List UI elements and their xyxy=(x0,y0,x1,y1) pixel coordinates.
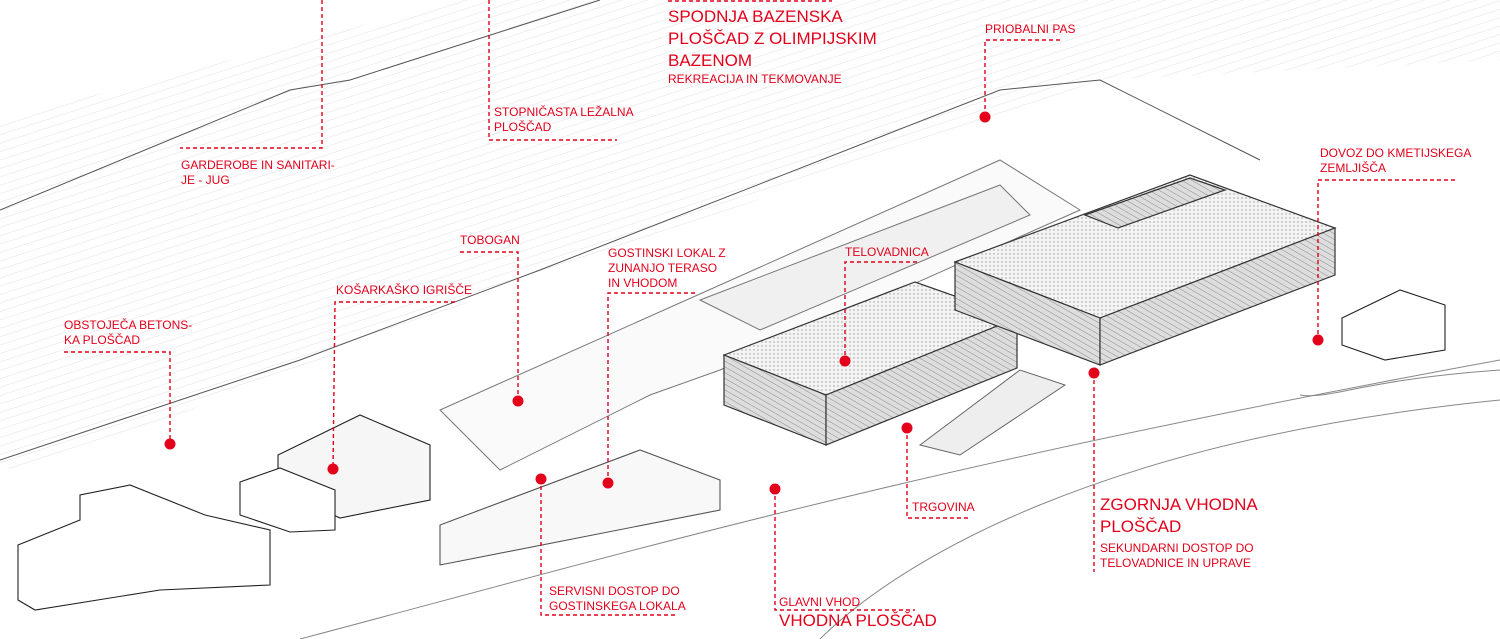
callout-text: STOPNIČASTA LEŽALNA xyxy=(494,105,634,119)
entrance-stairs xyxy=(918,369,1067,456)
dot-gostinski xyxy=(602,477,614,489)
callout-upper-entrance: ZGORNJA VHODNA PLOŠČAD SEKUNDARNI DOSTOP… xyxy=(1100,494,1258,571)
callout-title: PLOŠČAD Z OLIMPIJSKIM xyxy=(668,29,877,48)
dot-priobalni xyxy=(979,111,991,123)
callout-text: GOSTINSKI LOKAL Z xyxy=(608,246,726,260)
callout-subtitle: TELOVADNICE IN UPRAVE xyxy=(1100,556,1251,570)
callout-text: GARDEROBE IN SANITARI- xyxy=(181,158,335,172)
callout-subtitle: GLAVNI VHOD xyxy=(779,595,861,609)
dot-kosarka xyxy=(327,463,339,475)
callout-basketball: KOŠARKAŠKO IGRIŠČE xyxy=(336,283,472,298)
callout-gym: TELOVADNICA xyxy=(845,245,929,260)
callout-shop: TRGOVINA xyxy=(912,500,975,515)
sports-hall-building xyxy=(953,174,1337,366)
callout-title: BAZENOM xyxy=(668,51,753,70)
callout-slide: TOBOGAN xyxy=(460,233,520,248)
callout-text: PRIOBALNI PAS xyxy=(985,22,1076,36)
callout-title: SPODNJA BAZENSKA xyxy=(668,7,843,26)
callout-dots xyxy=(164,111,1324,495)
dot-trgovina xyxy=(901,422,913,434)
callout-changing-rooms: GARDEROBE IN SANITARI-JE - JUG xyxy=(181,158,335,188)
callout-text: TOBOGAN xyxy=(460,233,520,247)
gym-building xyxy=(722,281,1019,446)
dot-zgornja xyxy=(1088,367,1100,379)
callout-text: ZUNANJO TERASO xyxy=(608,261,718,275)
callout-text: OBSTOJEČA BETONS- xyxy=(64,318,193,332)
callout-text: TRGOVINA xyxy=(912,500,975,514)
callout-concrete-plaza: OBSTOJEČA BETONS-KA PLOŠČAD xyxy=(64,318,192,348)
callout-text: IN VHODOM xyxy=(608,276,678,290)
dot-tobogan xyxy=(512,395,524,407)
callout-lower-pool: SPODNJA BAZENSKA PLOŠČAD Z OLIMPIJSKIM B… xyxy=(668,6,877,87)
callout-title: PLOŠČAD xyxy=(1100,517,1182,536)
callout-text: DOVOZ DO KMETIJSKEGA xyxy=(1320,146,1472,160)
dot-servisni xyxy=(535,473,547,485)
dot-glavni xyxy=(769,483,781,495)
left-buildings xyxy=(17,289,1446,611)
callout-text: SERVISNI DOSTOP DO xyxy=(549,584,680,598)
pool-deck xyxy=(439,159,1082,471)
callout-riparian: PRIOBALNI PAS xyxy=(985,22,1075,37)
dot-betonska xyxy=(164,438,176,450)
callout-text: KA PLOŠČAD xyxy=(64,333,141,347)
dot-telovadnica xyxy=(839,355,851,367)
callout-text: TELOVADNICA xyxy=(845,245,929,259)
callout-subtitle: SEKUNDARNI DOSTOP DO xyxy=(1100,541,1254,555)
callout-text: ZEMLJIŠČA xyxy=(1320,161,1387,175)
terrain-lines xyxy=(299,359,1500,639)
callout-title: VHODNA PLOŠČAD xyxy=(779,611,937,630)
callout-title: ZGORNJA VHODNA xyxy=(1100,495,1258,514)
callout-subtitle: REKREACIJA IN TEKMOVANJE xyxy=(668,72,842,86)
callout-main-entrance: GLAVNI VHOD VHODNA PLOŠČAD xyxy=(779,595,937,632)
callout-text: GOSTINSKEGA LOKALA xyxy=(549,599,686,613)
callout-text: JE - JUG xyxy=(181,173,230,187)
river-bank-hatch xyxy=(0,0,1500,470)
callout-text: PLOŠČAD xyxy=(494,120,552,134)
dot-dovoz xyxy=(1312,334,1324,346)
callout-text: KOŠARKAŠKO IGRIŠČE xyxy=(336,283,473,297)
leader-lines xyxy=(64,0,1455,616)
